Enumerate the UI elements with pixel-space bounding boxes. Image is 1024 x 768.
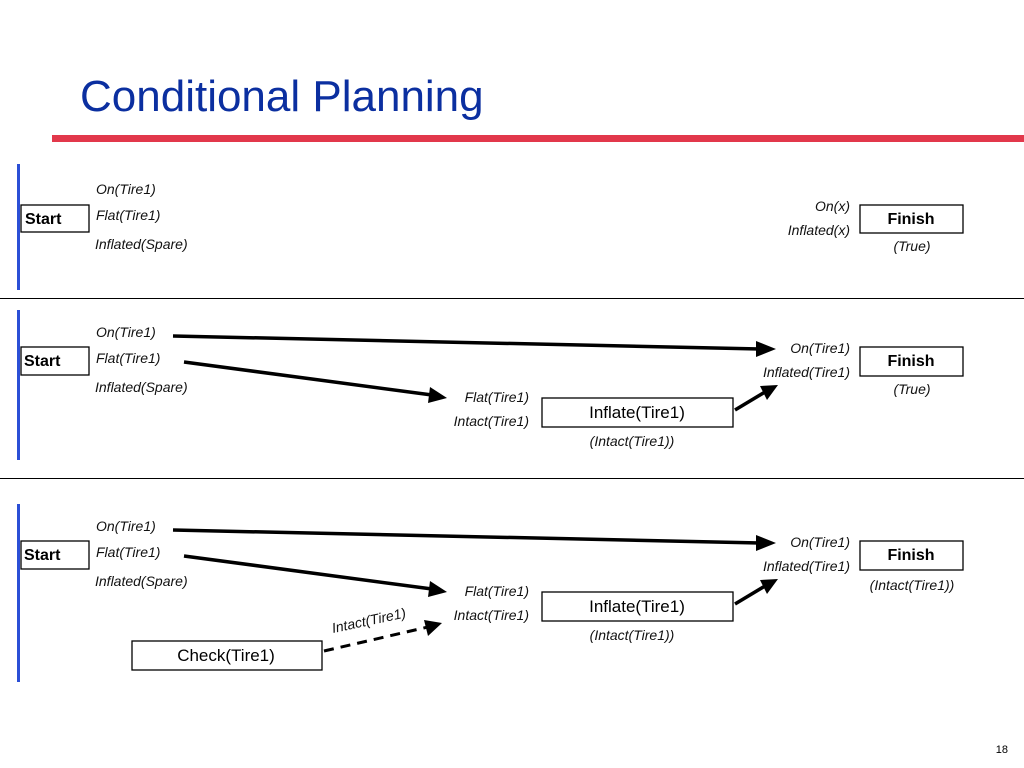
causal-link-arrow <box>172 334 761 351</box>
finish-precondition: On(x) <box>815 198 850 214</box>
start-label: Start <box>24 547 61 564</box>
page-number: 18 <box>995 744 1008 756</box>
start-box <box>20 540 90 570</box>
title-underline <box>52 135 1024 142</box>
start-label: Start <box>25 211 62 228</box>
finish-label: Finish <box>887 547 934 564</box>
finish-box <box>859 540 964 571</box>
check-action-box <box>131 640 323 671</box>
finish-box <box>859 346 964 377</box>
finish-box <box>859 204 964 234</box>
panel-3: Start On(Tire1) Flat(Tire1) Inflated(Spa… <box>20 518 964 671</box>
causal-link-arrow <box>172 528 761 545</box>
conditional-link-arrow <box>323 625 429 653</box>
inflate-precondition: Flat(Tire1) <box>465 389 529 405</box>
slide-title: Conditional Planning <box>80 72 484 121</box>
inflate-action-label: Inflate(Tire1) <box>589 403 685 422</box>
panel-1-bar <box>17 164 20 290</box>
arrow-head <box>428 581 447 597</box>
arrow-head <box>760 579 778 594</box>
arrow-head <box>756 535 776 551</box>
causal-link-arrow <box>183 360 433 397</box>
inflate-precondition: Intact(Tire1) <box>454 413 529 429</box>
finish-condition: (Intact(Tire1)) <box>870 577 955 593</box>
start-effect: Inflated(Spare) <box>95 236 188 252</box>
causal-link-arrow <box>734 390 766 412</box>
arrow-head <box>424 620 442 636</box>
finish-label: Finish <box>887 353 934 370</box>
finish-precondition: Inflated(x) <box>788 222 850 238</box>
arrow-head <box>756 341 776 357</box>
panel-2-bar <box>17 310 20 460</box>
start-box <box>20 204 90 233</box>
check-effect-label: Intact(Tire1) <box>330 605 407 636</box>
start-effect: On(Tire1) <box>96 181 156 197</box>
arrow-head <box>428 387 447 403</box>
panel-2: Start On(Tire1) Flat(Tire1) Inflated(Spa… <box>20 324 964 449</box>
finish-condition: (True) <box>893 381 930 397</box>
finish-condition: (True) <box>893 238 930 254</box>
panel-1: Start On(Tire1) Flat(Tire1) Inflated(Spa… <box>20 181 964 254</box>
inflate-condition: (Intact(Tire1)) <box>590 627 675 643</box>
start-box <box>20 346 90 376</box>
inflate-precondition: Intact(Tire1) <box>454 607 529 623</box>
panel-3-bar <box>17 504 20 682</box>
start-effect: Flat(Tire1) <box>96 207 160 223</box>
start-effect: Inflated(Spare) <box>95 573 188 589</box>
start-effect: Flat(Tire1) <box>96 544 160 560</box>
finish-precondition: On(Tire1) <box>790 534 850 550</box>
finish-precondition: Inflated(Tire1) <box>763 364 850 380</box>
inflate-action-box <box>541 591 734 622</box>
arrow-head <box>760 385 778 400</box>
finish-label: Finish <box>887 211 934 228</box>
finish-precondition: Inflated(Tire1) <box>763 558 850 574</box>
inflate-action-label: Inflate(Tire1) <box>589 597 685 616</box>
start-effect: On(Tire1) <box>96 518 156 534</box>
inflate-condition: (Intact(Tire1)) <box>590 433 675 449</box>
causal-link-arrow <box>734 584 766 606</box>
finish-precondition: On(Tire1) <box>790 340 850 356</box>
start-effect: Inflated(Spare) <box>95 379 188 395</box>
start-label: Start <box>24 353 61 370</box>
start-effect: Flat(Tire1) <box>96 350 160 366</box>
divider-1 <box>0 298 1024 299</box>
divider-2 <box>0 478 1024 479</box>
check-action-label: Check(Tire1) <box>177 646 275 665</box>
start-effect: On(Tire1) <box>96 324 156 340</box>
causal-link-arrow <box>183 554 433 591</box>
inflate-precondition: Flat(Tire1) <box>465 583 529 599</box>
inflate-action-box <box>541 397 734 428</box>
